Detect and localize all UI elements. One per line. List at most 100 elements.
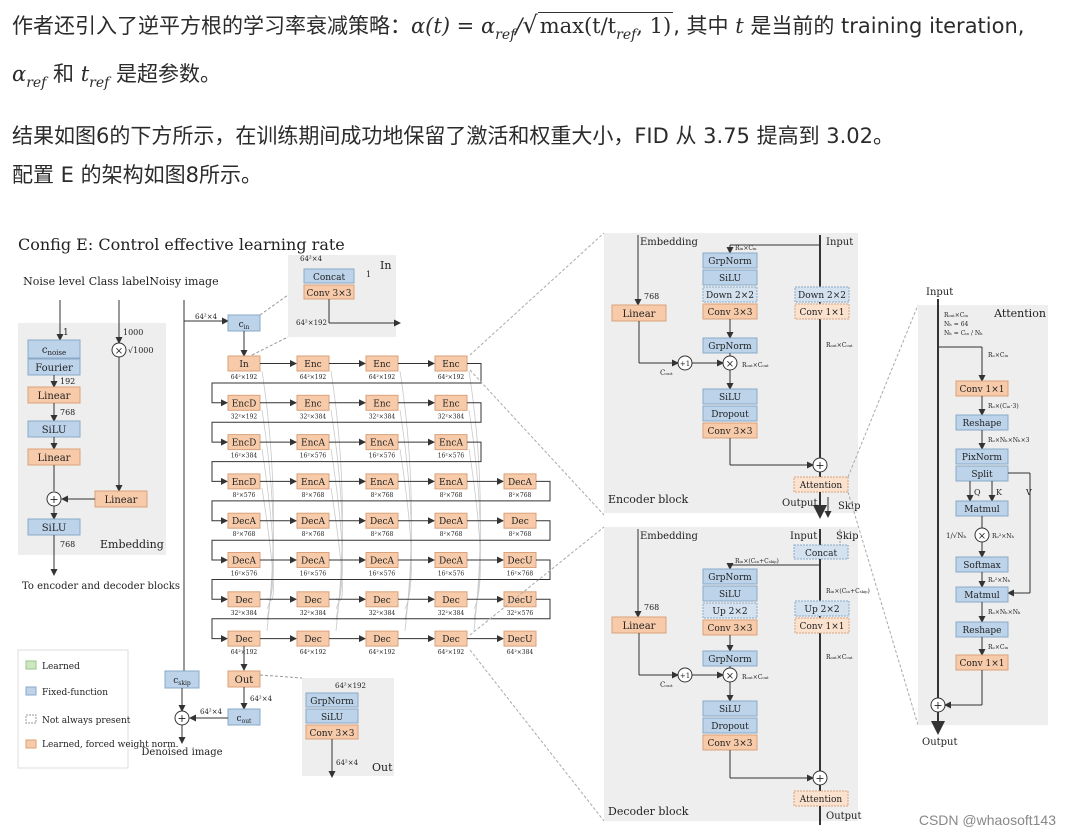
decoder-block-label: Decoder block: [608, 805, 689, 818]
dec-grpnorm1-box: [702, 568, 758, 585]
unet-block-label: Enc: [304, 360, 321, 370]
enc-dim-a: Rᵢₙ×Cᵢₙ: [735, 245, 757, 252]
unet-skip-arc: [261, 409, 274, 621]
enc-residual-sign: +: [815, 459, 824, 472]
unet-row-connector: [211, 559, 551, 603]
enc-silu2-text: SiLU: [719, 393, 742, 403]
attn-k: K: [996, 488, 1003, 497]
alpha: α: [12, 62, 27, 86]
enc-output-label: Output: [782, 498, 818, 509]
out-grpnorm-text: GrpNorm: [310, 697, 354, 707]
unet-row-connector: [211, 520, 551, 564]
legend-learned: Learned: [42, 662, 80, 672]
enc-conv1-text: Conv 3×3: [707, 308, 752, 318]
lr-formula: α(t) = αref/√max(t/tref, 1): [411, 11, 674, 43]
unet-block-label: Enc: [442, 399, 459, 409]
enc-down1-box: [702, 286, 758, 303]
unet-dim-out: 64²×4: [250, 695, 273, 703]
t-ref-sub: ref: [89, 75, 110, 91]
result-paragraph: 结果如图6的下方所示，在训练期间成功地保留了激活和权重大小，FID 从 3.75…: [12, 117, 1062, 195]
enc-dropout-box: [702, 405, 758, 422]
unet-block-label: Dec: [304, 635, 322, 645]
legend-notalways-swatch: [25, 714, 37, 724]
attn-softmax-text: Softmax: [963, 561, 1001, 571]
legend-fixed-swatch: [25, 686, 37, 696]
emb-dim-768b: 768: [60, 540, 75, 549]
attn-label: Attention: [993, 307, 1046, 320]
intro-text-a: 作者还引入了逆平方根的学习率衰减策略：: [12, 14, 411, 38]
attn-input-label: Input: [926, 287, 953, 298]
unet-grid: In64²×192Enc64²×192Enc64²×192Enc64²×192E…: [211, 355, 551, 671]
architecture-figure: Config E: Control effective learning rat…: [0, 225, 1070, 834]
dec-dim-c: Cₒᵤₜ: [660, 681, 673, 689]
unet-skip-arc: [468, 409, 481, 621]
dec-input-label: Input: [790, 531, 817, 542]
unet-block-label: Dec: [511, 517, 529, 527]
c-skip-text: cskip: [173, 676, 191, 687]
unet-block-dim: 32²×384: [438, 610, 465, 617]
unet-block-dim: 32²×384: [231, 610, 258, 617]
unet-block-dim: 8²×576: [233, 492, 256, 499]
out-detail-label: Out: [372, 761, 393, 774]
dec-concat-text: Concat: [805, 549, 838, 559]
attn-d5: Rₒ²×Nₕ: [988, 577, 1011, 584]
unet-block-label: Enc: [304, 399, 321, 409]
unet-skip-arc: [330, 409, 343, 621]
unet-row-connector: [211, 363, 482, 407]
enc-dim-768: 768: [644, 292, 659, 301]
emb-plus-sign: +: [49, 493, 58, 506]
out-grpnorm-box: [305, 692, 359, 708]
attn-d1: Rₒ×Cᵢₙ: [988, 352, 1009, 359]
enc-mult-sign: ×: [726, 359, 734, 370]
dec-dim-768: 768: [644, 603, 659, 612]
unet-block-label: DecU: [507, 557, 533, 567]
attn-reshape1-text: Reshape: [963, 419, 1002, 429]
enc-plus1-text: +1: [680, 360, 690, 368]
formula-slash: /: [515, 14, 523, 38]
enc-linear-text: Linear: [623, 309, 656, 320]
result-text-b: 配置 E 的架构如图8所示。: [12, 163, 262, 187]
unet-block-dim: 32²×576: [507, 610, 534, 617]
unet-block-dim: 64²×192: [438, 649, 465, 656]
dec-silu1-text: SiLU: [719, 590, 742, 600]
enc-silu2-box: [702, 388, 758, 405]
unet-block-label: DecA: [232, 517, 257, 527]
unet-block-label: DecU: [507, 635, 533, 645]
dec-plus1-text: +1: [680, 672, 690, 680]
unet-block-dim: 32²×384: [300, 413, 327, 420]
unet-dim-in: 64²×4: [195, 313, 218, 321]
unet-block-label: EncD: [232, 399, 257, 409]
unet-block-dim: 64²×192: [438, 374, 465, 381]
unet-block-label: Dec: [235, 596, 253, 606]
unet-block-dim: 8²×768: [509, 492, 532, 499]
c-noise-text: cnoise: [42, 345, 66, 357]
out-plus-sign: +: [177, 712, 186, 725]
enc-convskip-box: [794, 303, 850, 320]
unet-block-dim: 32²×384: [438, 413, 465, 420]
dec-dim-e: Rᵢₙ×(Cᵢₙ+Cₛₖᵢₚ): [826, 588, 870, 595]
class-label-label: Class label: [89, 275, 150, 288]
unet-block-label: Dec: [442, 635, 460, 645]
out-dim-left: 64²×4: [200, 708, 223, 716]
enc-silu1-text: SiLU: [719, 274, 742, 284]
unet-block-label: EncA: [301, 478, 325, 488]
unet-row-connector: [211, 480, 551, 525]
unet-block-label: EncA: [370, 439, 394, 449]
unet-block-label: DecA: [370, 557, 395, 567]
to-blocks-label: To encoder and decoder blocks: [22, 581, 180, 592]
unet-block-dim: 16²×576: [438, 571, 465, 578]
unet-block-dim: 8²×768: [233, 531, 256, 538]
legend-forced: Learned, forced weight norm.: [42, 740, 179, 750]
enc-dim-c: Cₒᵤₜ: [660, 369, 673, 377]
enc-silu1-box: [702, 269, 758, 286]
unet-block-label: In: [239, 360, 249, 370]
attn-split-text: Split: [971, 470, 993, 480]
in-dim-b: 64²×192: [296, 319, 327, 327]
intro-text-d: 是超参数。: [109, 62, 222, 86]
unet-block-label: Enc: [442, 360, 459, 370]
attn-v: V: [1025, 488, 1032, 497]
figure-title: Config E: Control effective learning rat…: [18, 235, 345, 254]
enc-convskip-text: Conv 1×1: [799, 308, 844, 318]
attn-pixnorm-box: [955, 448, 1009, 465]
dec-convskip-text: Conv 1×1: [799, 622, 844, 632]
